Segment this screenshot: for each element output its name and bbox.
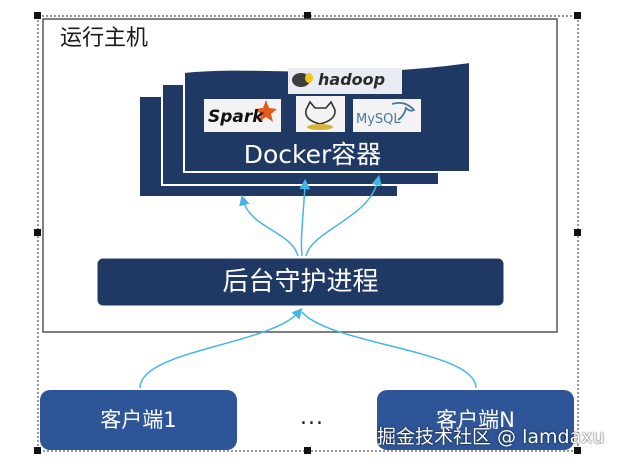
mysql-logo-text: MySQL	[356, 112, 401, 127]
daemon-box	[96, 257, 505, 307]
host-title: 运行主机	[60, 26, 149, 51]
arrow-daemon-to-container-left	[239, 194, 299, 257]
arrow-client1-to-daemon	[139, 308, 303, 389]
client-n-label: 客户端N	[436, 408, 515, 432]
watermark: 掘金技术社区 @ lamdaxu	[377, 426, 605, 448]
arrow-clientn-to-daemon	[301, 311, 477, 389]
mysql-dolphin-icon	[391, 101, 416, 121]
client-1-label: 客户端1	[100, 408, 177, 432]
hadoop-logo-text: hadoop	[318, 70, 386, 89]
ellipsis: ...	[300, 405, 324, 430]
docker-container-label: Docker容器	[243, 140, 382, 169]
daemon-label: 后台守护进程	[222, 267, 379, 297]
selection-handles[interactable]	[34, 12, 581, 454]
mysql-logo-tile	[353, 99, 421, 132]
arrow-daemon-to-container-right	[305, 174, 383, 257]
elephant-icon	[292, 73, 313, 87]
tomcat-cat-icon	[304, 100, 336, 130]
arrow-daemon-to-container-middle	[299, 178, 311, 257]
client-box-1	[40, 390, 237, 450]
spark-star-icon	[255, 100, 277, 122]
client-box-n	[377, 390, 574, 450]
spark-logo-text: Spark	[208, 107, 264, 127]
